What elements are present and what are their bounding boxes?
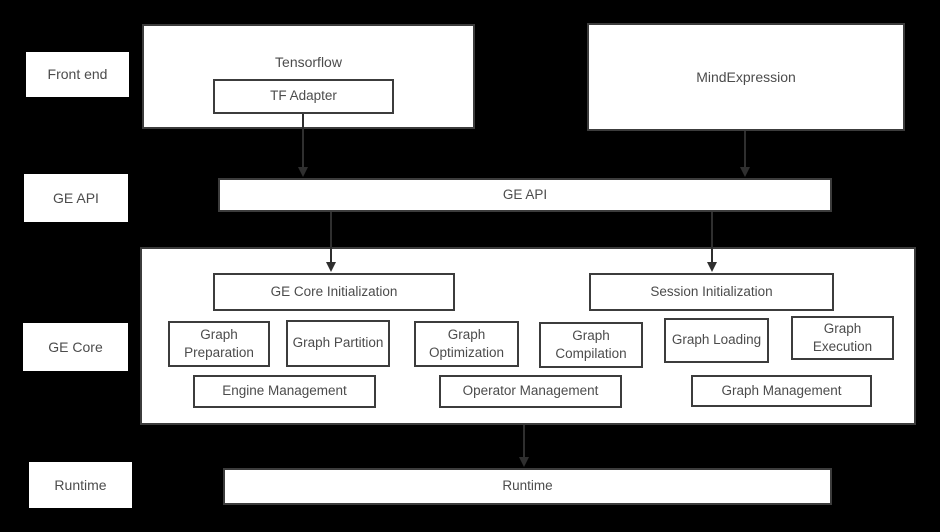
layer-label-runtime: Runtime (29, 462, 132, 508)
tf-adapter-label: TF Adapter (270, 88, 337, 104)
runtime-bar-label: Runtime (502, 478, 553, 494)
arrow-ge-api-to-ge-core-initialization (326, 212, 336, 272)
graph-partition-label: Graph Partition (292, 335, 384, 351)
ge-core-initialization-label: GE Core Initialization (270, 283, 398, 299)
engine-management-label: Engine Management (222, 383, 347, 399)
engine-management-box: Engine Management (193, 375, 376, 408)
arrow-tf-adapter-to-ge-api (298, 114, 308, 177)
tensorflow-box: Tensorflow TF Adapter (142, 24, 475, 129)
arrow-ge-core-to-runtime (519, 425, 529, 467)
graph-preparation-label: Graph Preparation (184, 326, 254, 360)
layer-label-ge-core: GE Core (23, 323, 128, 371)
graph-partition-box: Graph Partition (286, 320, 390, 367)
operator-management-box: Operator Management (439, 375, 622, 408)
graph-loading-label: Graph Loading (671, 332, 762, 348)
layer-label-front-end: Front end (26, 52, 129, 97)
ge-core-box: GE Core Initialization Session Initializ… (140, 247, 916, 425)
graph-compilation-box: Graph Compilation (539, 322, 643, 368)
ge-api-bar: GE API (218, 178, 832, 212)
arrow-ge-api-to-session-initialization (707, 212, 717, 272)
graph-optimization-label: Graph Optimization (428, 326, 505, 360)
graph-compilation-label: Graph Compilation (555, 327, 627, 361)
tensorflow-title: Tensorflow (275, 54, 342, 70)
graph-optimization-box: Graph Optimization (414, 321, 519, 367)
mindexpression-label: MindExpression (696, 68, 796, 85)
runtime-bar: Runtime (223, 468, 832, 505)
graph-preparation-box: Graph Preparation (168, 321, 270, 367)
ge-api-bar-label: GE API (502, 186, 548, 202)
arrow-mindexpression-to-ge-api (740, 131, 750, 177)
graph-execution-box: Graph Execution (791, 316, 894, 360)
operator-management-label: Operator Management (462, 383, 599, 399)
layer-label-ge-api: GE API (24, 174, 128, 222)
tf-adapter-box: TF Adapter (213, 79, 394, 114)
graph-execution-label: Graph Execution (812, 320, 873, 354)
session-initialization-box: Session Initialization (589, 273, 834, 311)
session-initialization-label: Session Initialization (650, 283, 773, 299)
graph-loading-box: Graph Loading (664, 318, 769, 363)
ge-core-initialization-box: GE Core Initialization (213, 273, 455, 311)
graph-management-label: Graph Management (721, 382, 842, 398)
mindexpression-box: MindExpression (587, 23, 905, 131)
graph-management-box: Graph Management (691, 375, 872, 407)
